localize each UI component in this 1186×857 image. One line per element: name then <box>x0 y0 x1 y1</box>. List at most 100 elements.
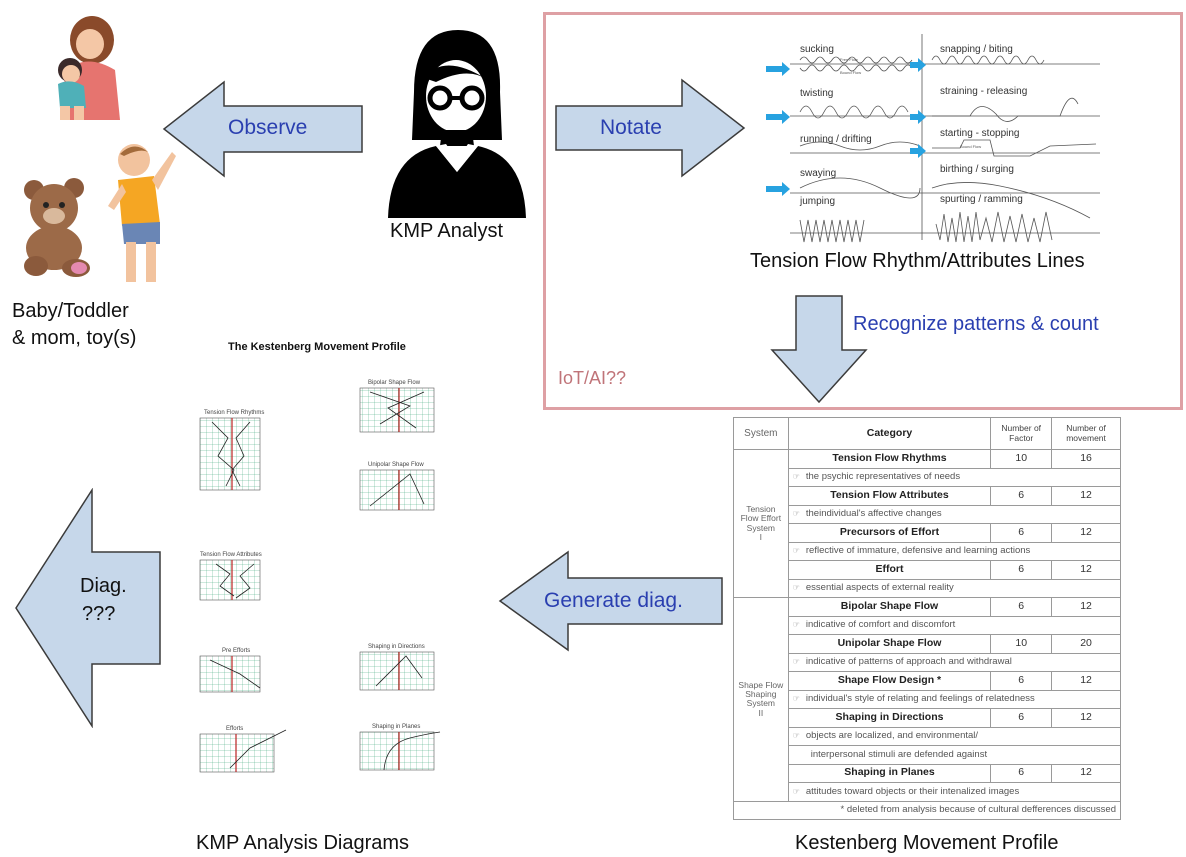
bullet-icon: ☞ <box>792 546 800 556</box>
kmp-table: System Category Number of Factor Number … <box>733 417 1122 820</box>
panel-title-2: Bipolar Shape Flow <box>368 380 421 386</box>
kmp-factor: 6 <box>990 671 1053 691</box>
tension-flow-diagram: sucking twisting running / drifting sway… <box>760 28 1104 244</box>
kmp-movement: 12 <box>1051 708 1121 728</box>
tf-sub-bound: Bound Flow <box>840 70 862 75</box>
kmp-movement: 16 <box>1051 449 1121 469</box>
kmp-movement: 20 <box>1051 634 1121 654</box>
kmp-table-caption: Kestenberg Movement Profile <box>795 832 1059 854</box>
panel-grid-8 <box>359 731 435 771</box>
kmp-movement: 12 <box>1051 763 1121 783</box>
recognize-arrow <box>770 294 870 404</box>
kmp-movement: 12 <box>1051 486 1121 506</box>
panel-title-4: Tension Flow Attributes <box>200 552 262 558</box>
panel-title-5: Pre Efforts <box>222 648 251 654</box>
kmp-category: Effort <box>787 560 992 580</box>
kmp-factor: 6 <box>990 597 1053 617</box>
kmp-description: ☞indicative of comfort and discomfort <box>787 615 1122 635</box>
teddy-bear-illustration <box>16 178 104 278</box>
bullet-icon: ☞ <box>792 509 800 519</box>
kmp-factor: 6 <box>990 708 1053 728</box>
notate-arrow <box>554 78 746 178</box>
diagrams-caption: KMP Analysis Diagrams <box>196 832 410 854</box>
panel-grid-6 <box>359 651 435 691</box>
kmp-factor: 6 <box>990 763 1053 783</box>
tf-label-right-2: straining - releasing <box>940 86 1028 97</box>
kmp-footnote: * deleted from analysis because of cultu… <box>733 800 1121 820</box>
kmp-movement: 12 <box>1051 671 1121 691</box>
kmp-movement: 12 <box>1051 523 1121 543</box>
tf-sub-bound-right: Bound Flow <box>960 144 982 149</box>
tf-label-left-4: swaying <box>800 168 837 179</box>
diag-label-line1: Diag. <box>80 575 127 597</box>
analyst-label: KMP Analyst <box>390 220 504 242</box>
generate-arrow <box>498 550 726 652</box>
kmp-category: Shape Flow Design * <box>787 671 992 691</box>
bullet-icon: ☞ <box>792 657 800 667</box>
kmp-category: Shaping in Directions <box>787 708 992 728</box>
panel-title-7: Efforts <box>226 726 244 732</box>
diagrams-title: The Kestenberg Movement Profile <box>228 341 406 353</box>
toddler-illustration <box>104 140 176 290</box>
panel-grid-4 <box>199 559 261 601</box>
kmp-header-movement: Number of movement <box>1051 417 1121 450</box>
kmp-header-category: Category <box>787 417 992 450</box>
kmp-description: ☞theindividual's affective changes <box>787 504 1122 524</box>
kmp-movement: 12 <box>1051 597 1121 617</box>
kmp-header-factor: Number of Factor <box>990 417 1053 450</box>
analyst-person-icon <box>384 22 530 218</box>
bullet-icon: ☞ <box>792 620 800 630</box>
kmp-description: ☞indicative of patterns of approach and … <box>787 652 1122 672</box>
panel-title-3: Unipolar Shape Flow <box>368 462 424 468</box>
panel-grid-3 <box>359 469 435 511</box>
tf-label-right-3: starting - stopping <box>940 128 1020 139</box>
panel-grid-1 <box>199 417 261 491</box>
panel-grid-7 <box>199 733 275 773</box>
kmp-factor: 6 <box>990 486 1053 506</box>
observe-label: Observe <box>228 116 308 139</box>
bullet-icon: ☞ <box>792 694 800 704</box>
diag-arrow <box>14 488 164 728</box>
bullet-icon: ☞ <box>792 786 800 796</box>
mother-child-illustration <box>40 12 130 122</box>
tf-label-right-4: birthing / surging <box>940 164 1014 175</box>
tf-sub-free: Free Flow <box>840 57 858 62</box>
kmp-description-continued: interpersonal stimuli are defended again… <box>787 745 1122 765</box>
kmp-factor: 10 <box>990 634 1053 654</box>
kmp-category: Unipolar Shape Flow <box>787 634 992 654</box>
kmp-category: Tension Flow Attributes <box>787 486 992 506</box>
kmp-description: ☞attitudes toward objects or their inten… <box>787 782 1122 802</box>
kmp-factor: 6 <box>990 560 1053 580</box>
observe-arrow <box>162 80 366 178</box>
kmp-category: Tension Flow Rhythms <box>787 449 992 469</box>
kmp-description: ☞the psychic representatives of needs <box>787 467 1122 487</box>
kmp-header-system: System <box>733 417 789 450</box>
kmp-description: ☞essential aspects of external reality <box>787 578 1122 598</box>
kmp-factor: 6 <box>990 523 1053 543</box>
iot-ai-region <box>543 12 1183 410</box>
tf-label-right-5: spurting / ramming <box>940 194 1023 205</box>
kmp-description: ☞reflective of immature, defensive and l… <box>787 541 1122 561</box>
tf-label-left-3: running / drifting <box>800 134 872 145</box>
kmp-factor: 10 <box>990 449 1053 469</box>
kmp-description: ☞individual's style of relating and feel… <box>787 689 1122 709</box>
kmp-diagram-panels <box>199 387 441 773</box>
panel-title-8: Shaping in Planes <box>372 724 421 730</box>
tf-label-left-1: sucking <box>800 44 834 55</box>
bullet-icon: ☞ <box>792 731 800 741</box>
tf-label-left-5: jumping <box>800 196 836 207</box>
tf-label-left-2: twisting <box>800 88 834 99</box>
kmp-category: Precursors of Effort <box>787 523 992 543</box>
kmp-description: ☞objects are localized, and environmenta… <box>787 726 1122 746</box>
kmp-movement: 12 <box>1051 560 1121 580</box>
baby-caption-line2: & mom, toy(s) <box>12 327 137 349</box>
tension-flow-caption: Tension Flow Rhythm/Attributes Lines <box>750 250 1085 272</box>
kmp-category: Bipolar Shape Flow <box>787 597 992 617</box>
tf-label-right-1: snapping / biting <box>940 44 1013 55</box>
bullet-icon: ☞ <box>792 472 800 482</box>
kmp-category: Shaping in Planes <box>787 763 992 783</box>
baby-caption-line1: Baby/Toddler <box>12 300 129 322</box>
iot-ai-label: IoT/AI?? <box>558 368 627 388</box>
generate-label: Generate diag. <box>544 589 683 612</box>
